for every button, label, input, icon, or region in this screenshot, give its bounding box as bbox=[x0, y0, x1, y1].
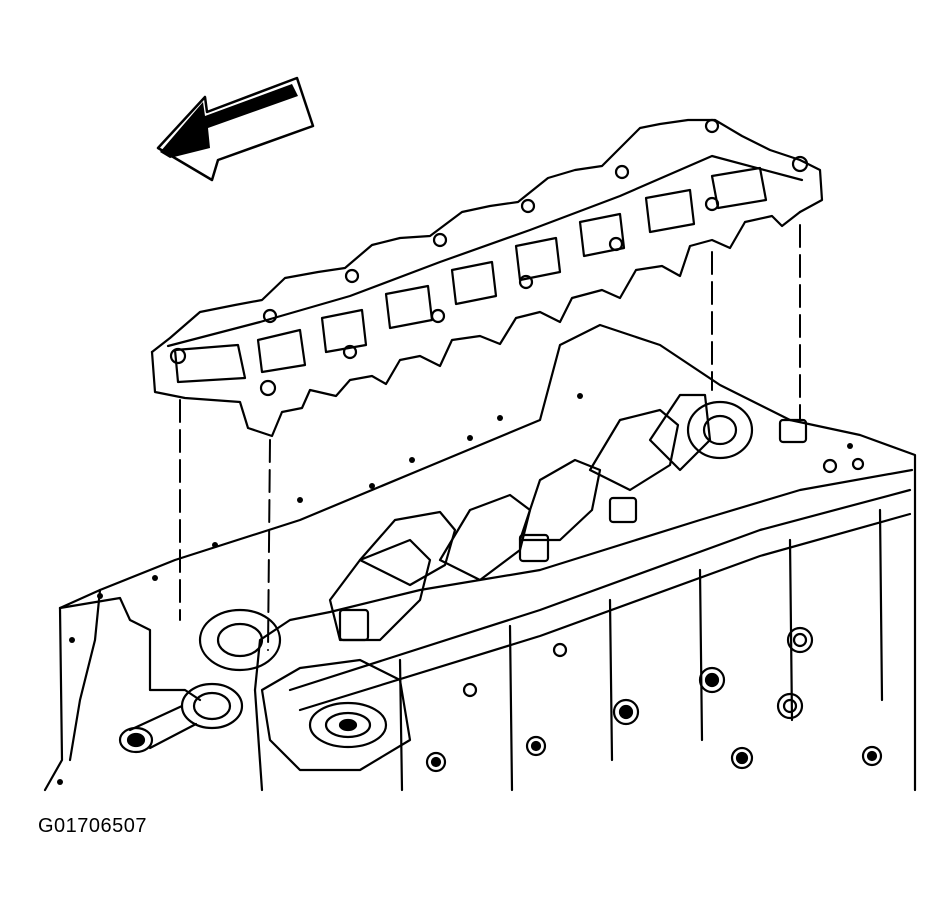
deck-bolt-marks bbox=[57, 393, 853, 785]
bearing-cap-bridge bbox=[150, 118, 824, 438]
block-bolt-bosses bbox=[425, 457, 883, 773]
engine-block bbox=[43, 323, 917, 792]
front-arrow-icon bbox=[156, 76, 315, 182]
alignment-lines bbox=[179, 224, 801, 651]
crankshaft bbox=[118, 393, 808, 754]
oil-pump-housing bbox=[260, 658, 412, 772]
figure-code: G01706507 bbox=[38, 815, 148, 837]
